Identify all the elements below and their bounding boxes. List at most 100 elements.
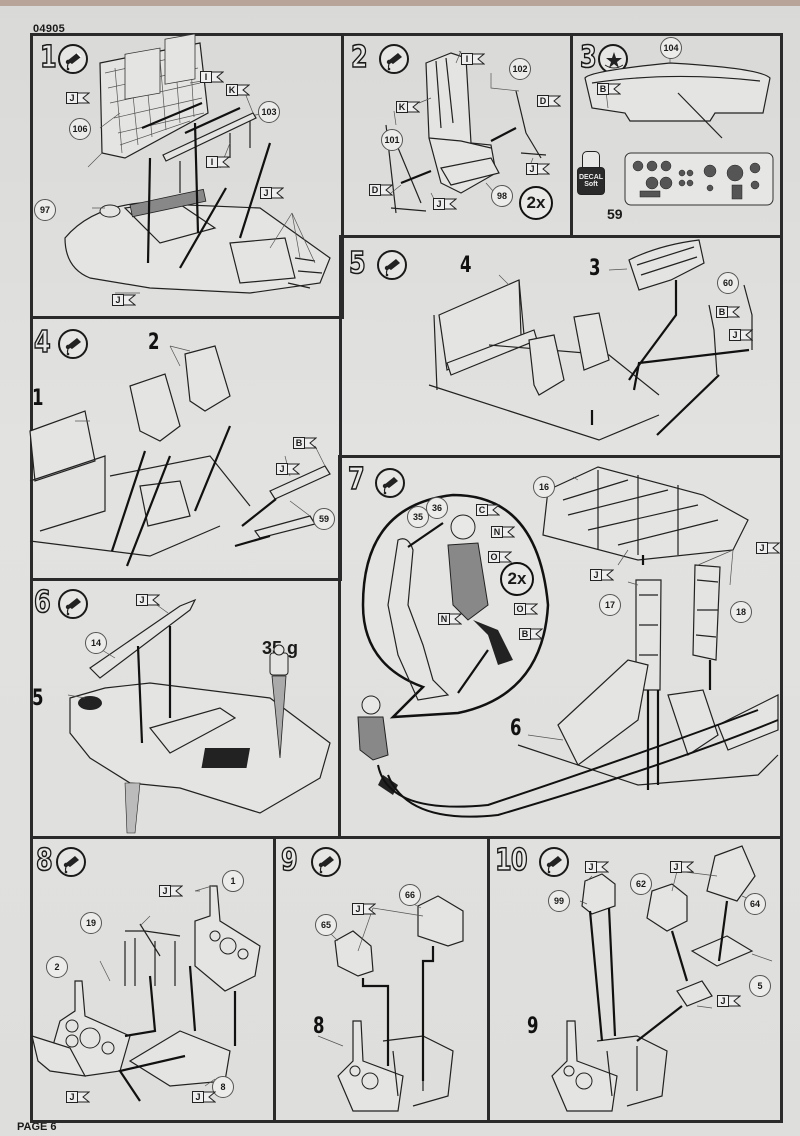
color-flag-icon: K: [226, 83, 250, 96]
step-number: 6: [33, 585, 51, 620]
color-flag-icon: D: [369, 183, 393, 196]
step-number: 10: [494, 843, 528, 878]
color-flag-icon: J: [112, 293, 136, 306]
step-9-drawing: [317, 895, 464, 1112]
color-flag-icon: J: [66, 1090, 90, 1103]
step-1-drawing: [64, 33, 331, 294]
part-number-callout: 99: [548, 890, 570, 912]
part-number-callout: 104: [660, 37, 682, 59]
color-flag-icon: J: [729, 328, 753, 341]
step-2-drawing: [385, 50, 547, 214]
color-flag-icon: J: [136, 593, 160, 606]
part-number-callout: 36: [426, 497, 448, 519]
step-4-drawing: [29, 345, 331, 567]
color-flag-icon: N: [438, 612, 462, 625]
part-number-callout: 66: [399, 884, 421, 906]
part-number-callout: 19: [80, 912, 102, 934]
color-flag-icon: I: [461, 52, 485, 65]
step-5: 5 4 3 60 B J: [339, 235, 783, 458]
part-number-callout: 97: [34, 199, 56, 221]
step-1: 1 106 103 97 J I K I J J: [30, 33, 344, 319]
color-flag-icon: K: [396, 100, 420, 113]
part-number-callout: 2: [46, 956, 68, 978]
color-flag-icon: J: [66, 91, 90, 104]
step-6-drawing: [67, 598, 331, 834]
part-number-callout: 1: [222, 870, 244, 892]
color-flag-icon: J: [590, 568, 614, 581]
glue-tube-icon: [58, 44, 88, 74]
color-flag-icon: J: [670, 860, 694, 873]
step-8: 8 1 19 2 8 J J J: [30, 836, 276, 1123]
step-2: 2 101 102 98 2x I K D D J J: [341, 33, 573, 238]
subassembly-ref: 2: [148, 330, 160, 355]
color-flag-icon: O: [514, 602, 538, 615]
color-flag-icon: J: [159, 884, 183, 897]
step-10-panel: [487, 836, 783, 1123]
glue-tube-icon: [58, 589, 88, 619]
subassembly-ref: 9: [527, 1014, 539, 1039]
step-number: 4: [33, 325, 51, 360]
color-flag-icon: C: [476, 503, 500, 516]
part-number-callout: 18: [730, 601, 752, 623]
step-4: 4 1 2 59 B J: [29, 316, 342, 581]
page-label: PAGE 6: [17, 1121, 57, 1133]
step-number: 1: [39, 40, 57, 75]
part-number-callout: 65: [315, 914, 337, 936]
step-number: 2: [350, 40, 368, 75]
color-flag-icon: J: [526, 162, 550, 175]
color-flag-icon: O: [488, 550, 512, 563]
decal-number: 59: [607, 206, 623, 222]
step-number: 7: [347, 462, 365, 497]
step-number: 8: [35, 843, 53, 878]
part-number-callout: 103: [258, 101, 280, 123]
part-number-callout: 35: [407, 506, 429, 528]
subassembly-ref: 5: [32, 686, 44, 711]
multiplier-badge: 2x: [519, 186, 553, 220]
part-number-callout: 16: [533, 476, 555, 498]
part-number-callout: 8: [212, 1076, 234, 1098]
color-flag-icon: J: [352, 902, 376, 915]
color-flag-icon: J: [433, 197, 457, 210]
color-flag-icon: J: [585, 860, 609, 873]
glue-tube-icon: [56, 847, 86, 877]
subassembly-ref: 8: [313, 1014, 325, 1039]
glue-tube-icon: [377, 250, 407, 280]
glue-tube-icon: [311, 847, 341, 877]
subassembly-ref: 4: [460, 253, 472, 278]
color-flag-icon: N: [491, 525, 515, 538]
part-number-callout: 14: [85, 632, 107, 654]
color-flag-icon: B: [716, 305, 740, 318]
part-number-callout: 60: [717, 272, 739, 294]
color-flag-icon: J: [192, 1090, 216, 1103]
part-number-callout: 64: [744, 893, 766, 915]
subassembly-ref: 1: [32, 386, 44, 411]
step-8-drawing: [31, 885, 261, 1102]
color-flag-icon: J: [260, 186, 284, 199]
step-number: 5: [348, 246, 366, 281]
step-3-drawing: [584, 55, 774, 206]
part-number-callout: 62: [630, 873, 652, 895]
step-9: 9 8 65 66 J: [273, 836, 490, 1123]
glue-tube-icon: [58, 329, 88, 359]
step-7-drawing: [357, 466, 779, 818]
color-flag-icon: B: [597, 82, 621, 95]
subassembly-ref: 6: [510, 716, 522, 741]
color-flag-icon: B: [293, 436, 317, 449]
part-number-callout: 106: [69, 118, 91, 140]
step-number: 3: [579, 40, 597, 75]
color-flag-icon: J: [756, 541, 780, 554]
part-number-callout: 59: [313, 508, 335, 530]
color-flag-icon: D: [537, 94, 561, 107]
part-number-callout: 101: [381, 129, 403, 151]
color-flag-icon: I: [206, 155, 230, 168]
kit-number: 04905: [33, 23, 66, 35]
step-10: 10 9 99 62 64 5 J J J: [487, 836, 783, 1123]
step-5-drawing: [428, 239, 753, 441]
glue-tube-icon: [539, 847, 569, 877]
color-flag-icon: I: [200, 70, 224, 83]
part-number-callout: 98: [491, 185, 513, 207]
glue-tube-icon: [375, 468, 405, 498]
